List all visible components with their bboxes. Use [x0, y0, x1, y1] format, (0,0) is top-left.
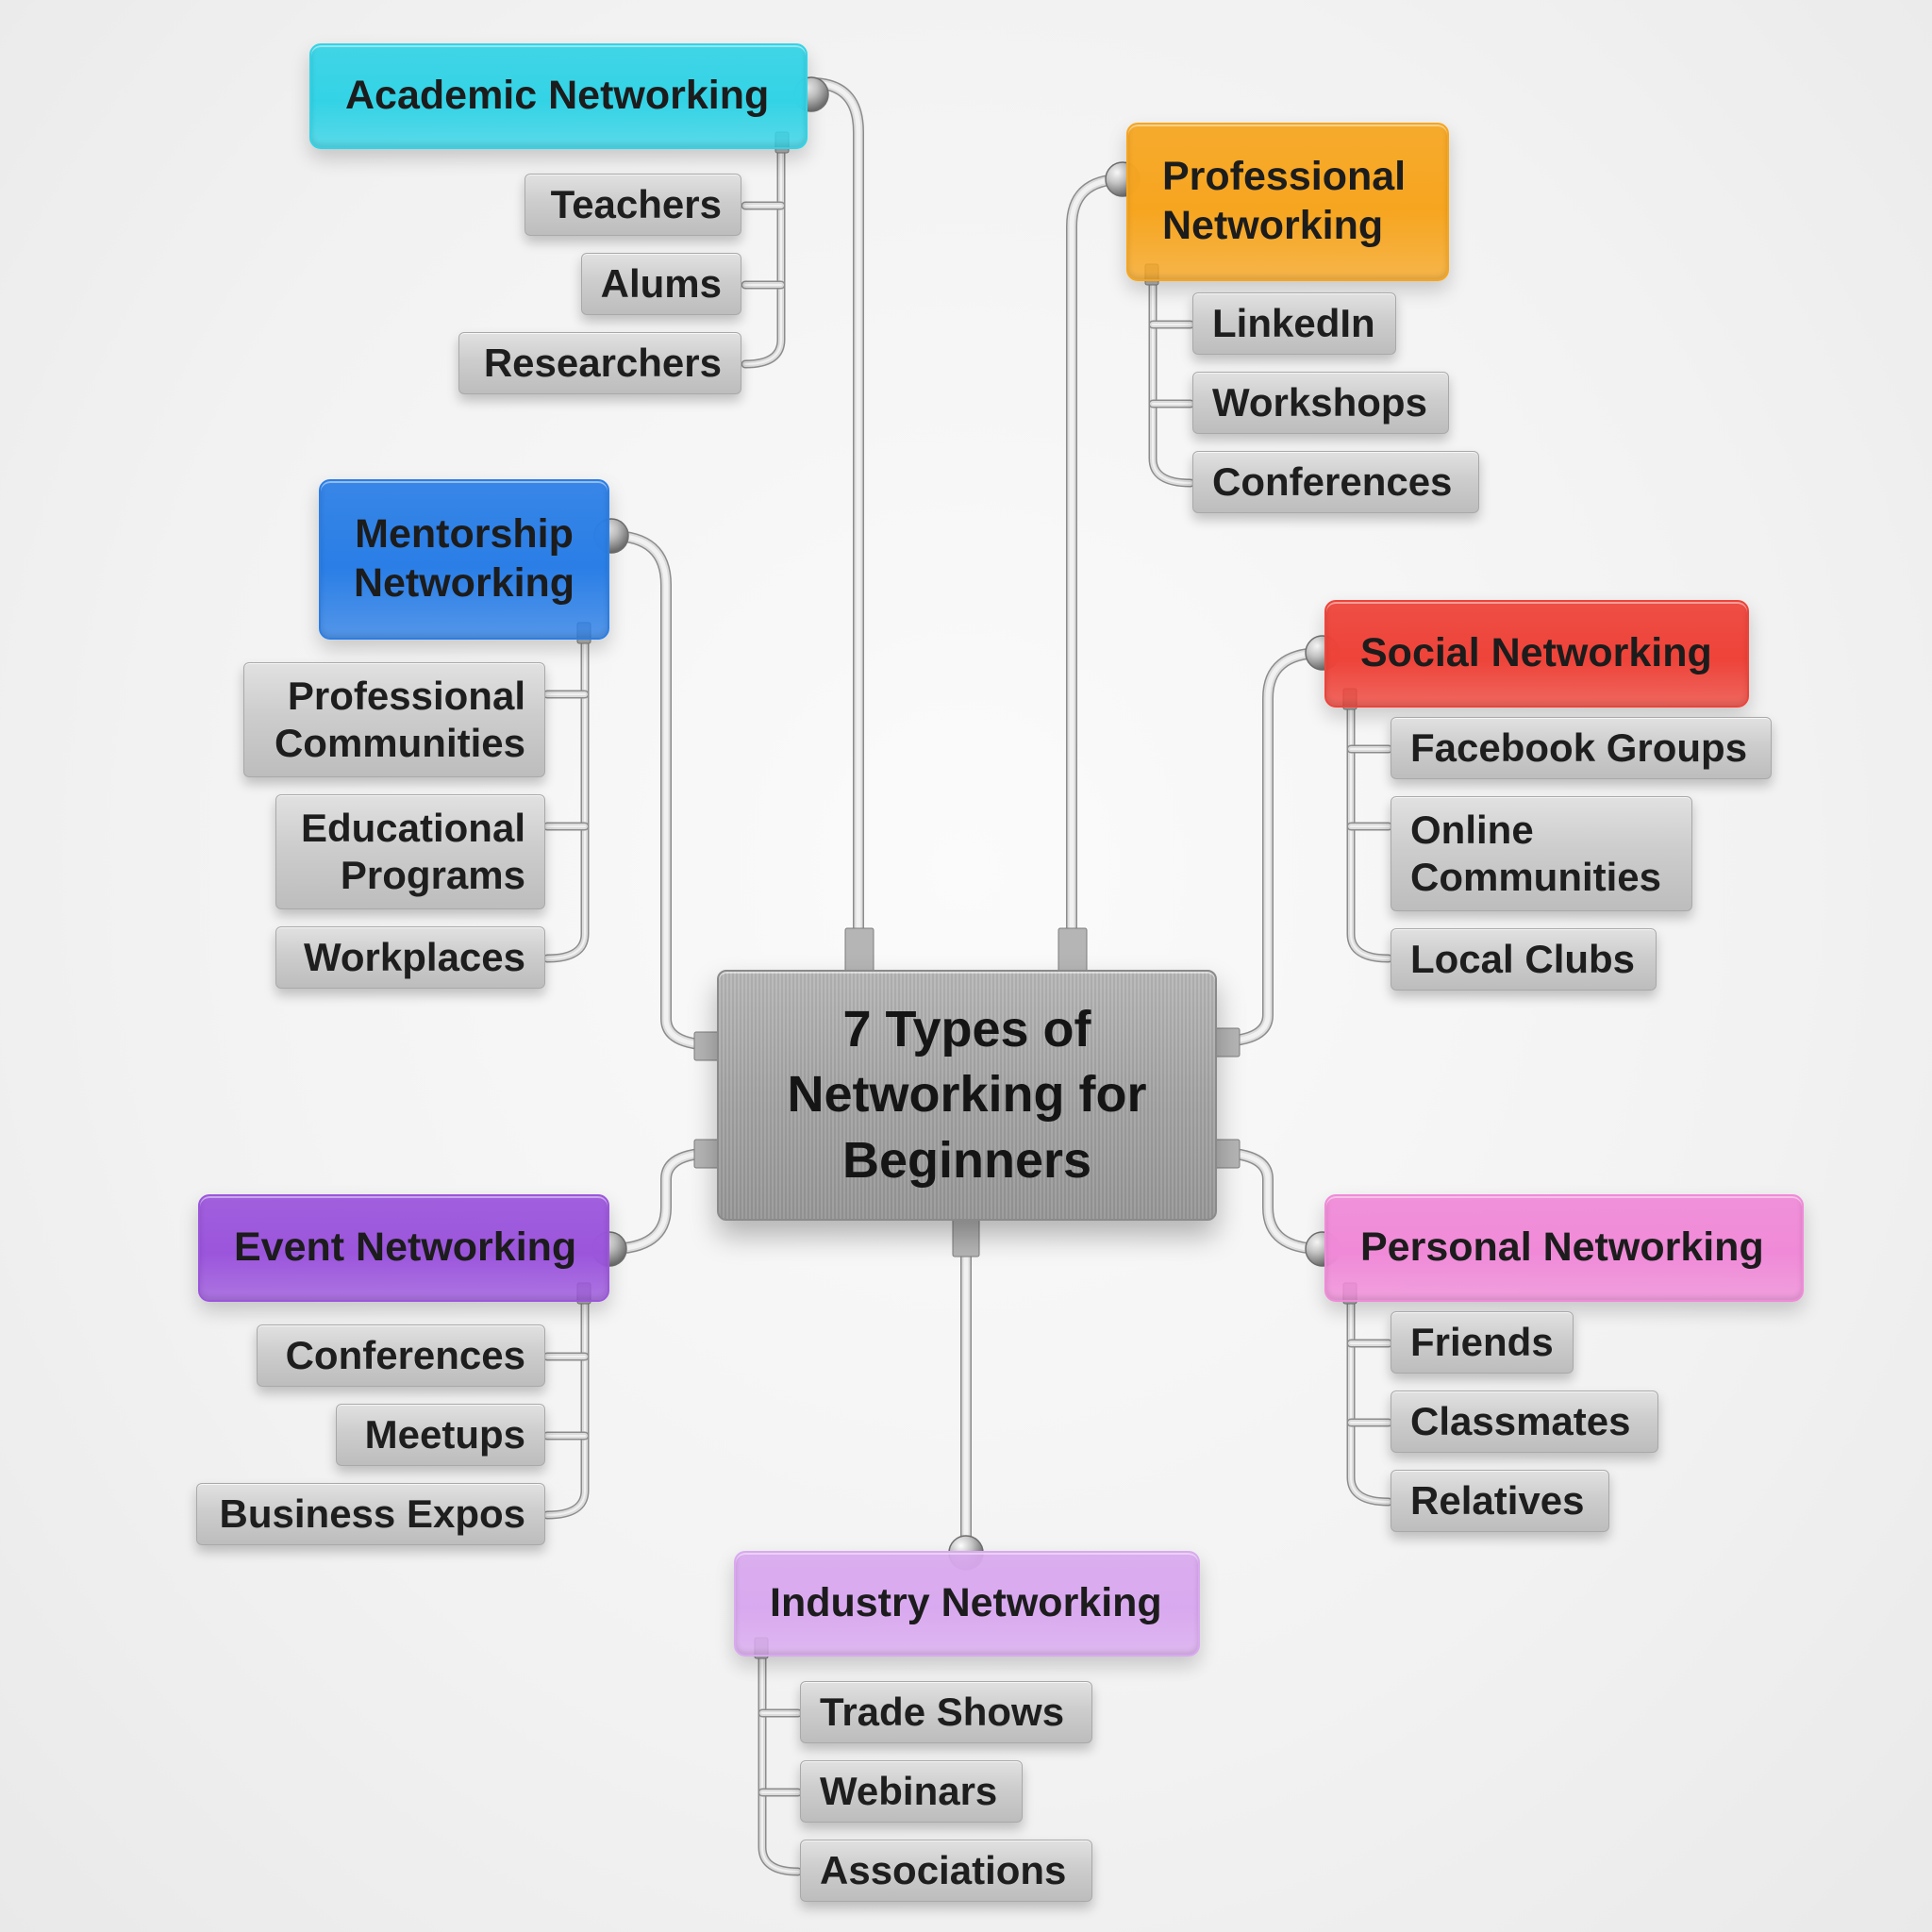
- item-educational-programs: Educational Programs: [275, 794, 545, 909]
- item-alums: Alums: [581, 253, 741, 315]
- bracket-right-upper: [1214, 1027, 1241, 1058]
- wire-professional: [1067, 175, 1127, 974]
- item-friends: Friends: [1391, 1311, 1574, 1374]
- category-personal-networking: Personal Networking: [1324, 1194, 1804, 1302]
- item-local-clubs: Local Clubs: [1391, 928, 1657, 991]
- bracket-left-upper: [693, 1031, 720, 1061]
- wire-academic: [806, 77, 864, 975]
- branch-professional-spine: [1150, 276, 1193, 486]
- item-relatives: Relatives: [1391, 1470, 1609, 1532]
- branch-personal-spine: [1350, 1297, 1390, 1503]
- category-professional-networking: Professional Networking: [1126, 123, 1449, 281]
- item-conferences: Conferences: [1192, 451, 1479, 513]
- item-meetups: Meetups: [336, 1404, 545, 1466]
- branch-professional-spine: [1152, 278, 1191, 484]
- branch-mentorship-spine: [546, 637, 586, 959]
- branch-personal-spine: [1346, 1293, 1393, 1507]
- item-online-communities: Online Communities: [1391, 796, 1692, 911]
- item-linkedin: LinkedIn: [1192, 292, 1396, 355]
- branch-social-spine: [1350, 703, 1390, 959]
- category-label: Mentorship Networking: [353, 511, 575, 606]
- wire-mentorship: [608, 533, 720, 1048]
- category-mentorship-networking: Mentorship Networking: [319, 479, 609, 640]
- item-professional-communities: Professional Communities: [243, 662, 545, 777]
- bracket-bottom: [952, 1218, 980, 1257]
- center-title: 7 Types of Networking for Beginners: [787, 1001, 1147, 1189]
- item-workshops: Workshops: [1192, 372, 1449, 434]
- wire-personal: [1214, 1150, 1325, 1252]
- bracket-right-lower: [1214, 1139, 1241, 1169]
- item-classmates: Classmates: [1391, 1391, 1658, 1453]
- branch-event-spine: [542, 1293, 590, 1520]
- branch-academic-spine: [742, 139, 784, 367]
- item-facebook-groups: Facebook Groups: [1391, 717, 1772, 779]
- item-business-expos: Business Expos: [196, 1483, 545, 1545]
- item-researchers: Researchers: [458, 332, 741, 394]
- category-label: Academic Networking: [345, 73, 770, 119]
- category-label: Personal Networking: [1360, 1224, 1764, 1271]
- branch-industry-spine: [759, 1650, 801, 1874]
- category-label: Social Networking: [1360, 630, 1712, 676]
- branch-professional-spine: [1148, 275, 1195, 488]
- bracket-top-left: [844, 927, 874, 973]
- branch-academic-spine: [741, 137, 786, 369]
- category-social-networking: Social Networking: [1324, 600, 1749, 708]
- category-label: Event Networking: [234, 1224, 577, 1271]
- wire-academic: [807, 78, 863, 974]
- category-event-networking: Event Networking: [198, 1194, 609, 1302]
- branch-event-spine: [546, 1297, 586, 1516]
- branch-event-spine: [544, 1295, 588, 1518]
- branch-mentorship-spine: [544, 635, 588, 961]
- wire-professional: [1066, 174, 1128, 975]
- item-teachers: Teachers: [525, 174, 741, 236]
- wire-professional: [1069, 176, 1125, 973]
- category-label: Industry Networking: [770, 1580, 1162, 1626]
- branch-social-spine: [1346, 699, 1393, 963]
- item-webinars: Webinars: [800, 1760, 1023, 1823]
- category-industry-networking: Industry Networking: [734, 1551, 1200, 1657]
- branch-industry-spine: [758, 1648, 803, 1876]
- item-conferences-event: Conferences: [257, 1324, 545, 1387]
- branch-mentorship-spine: [542, 633, 590, 963]
- item-trade-shows: Trade Shows: [800, 1681, 1092, 1743]
- bracket-left-lower: [693, 1139, 720, 1169]
- bracket-top-right: [1058, 927, 1088, 973]
- item-workplaces: Workplaces: [275, 926, 545, 989]
- wire-academic: [808, 80, 861, 973]
- center-topic: 7 Types of Networking for Beginners: [717, 970, 1217, 1221]
- branch-personal-spine: [1348, 1295, 1391, 1505]
- branch-industry-spine: [761, 1652, 799, 1873]
- wire-event: [607, 1150, 720, 1252]
- wire-social: [1214, 650, 1325, 1044]
- category-academic-networking: Academic Networking: [309, 43, 808, 149]
- category-label: Professional Networking: [1162, 154, 1407, 248]
- item-associations: Associations: [800, 1840, 1092, 1902]
- branch-academic-spine: [744, 141, 782, 365]
- branch-social-spine: [1348, 701, 1391, 961]
